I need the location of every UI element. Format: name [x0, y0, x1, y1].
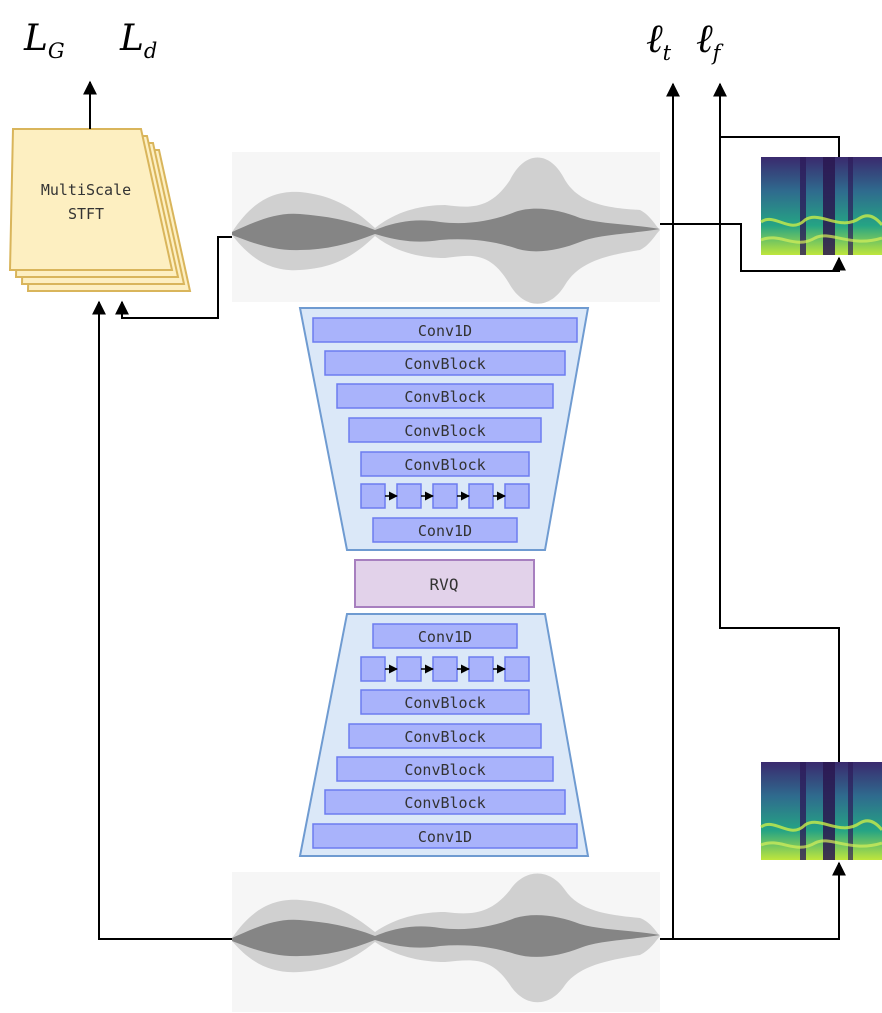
- encoder-layer-box: [312, 317, 578, 343]
- encoder-residual-chain: [360, 483, 530, 509]
- encoder-layer-label: Conv1D: [418, 522, 472, 540]
- decoder-layer-label: ConvBlock: [404, 761, 485, 779]
- decoder-layer-box: [348, 723, 542, 749]
- encoder-block: Conv1DConvBlockConvBlockConvBlockConvBlo…: [298, 307, 590, 551]
- residual-unit: [468, 656, 494, 682]
- residual-unit: [360, 483, 386, 509]
- stft-label-line2: STFT: [68, 205, 104, 223]
- encoder-layer-box: [336, 383, 554, 409]
- reconstructed-spectrogram: [760, 157, 882, 255]
- input-waveform: [232, 872, 660, 1012]
- residual-unit: [504, 483, 530, 509]
- encoder-layer-box: [360, 451, 530, 477]
- encoder-layer-label: ConvBlock: [404, 456, 485, 474]
- rvq-label: RVQ: [430, 575, 459, 594]
- decoder-layer-label: ConvBlock: [404, 694, 485, 712]
- arrow-recon-to-spectrogram: [660, 223, 846, 272]
- time-loss-label: ℓt: [646, 16, 672, 65]
- encoder-layer-box: [324, 350, 566, 376]
- connectors: [83, 80, 846, 940]
- reconstructed-waveform: [232, 152, 660, 304]
- encoder-layer-box: [348, 417, 542, 443]
- decoder-block: Conv1DConvBlockConvBlockConvBlockConvBlo…: [298, 613, 590, 857]
- arrow-recon-to-stft: [115, 236, 232, 319]
- decoder-layer-box: [312, 823, 578, 849]
- decoder-layer-box: [360, 689, 530, 715]
- residual-unit: [396, 656, 422, 682]
- arrow-input-to-time-loss: [660, 82, 680, 940]
- multiscale-stft-block: MultiScale STFT: [8, 128, 192, 292]
- encoder-layer-label: ConvBlock: [404, 422, 485, 440]
- encoder-layer-label: Conv1D: [418, 322, 472, 340]
- decoder-residual-chain: [360, 656, 530, 682]
- encoder-layer-box: [372, 517, 518, 543]
- generator-loss-label: LG: [23, 18, 65, 63]
- decoder-layer-box: [372, 623, 518, 649]
- decoder-layer-box: [324, 789, 566, 815]
- arrow-input-to-stft: [92, 300, 232, 940]
- decoder-layer-label: Conv1D: [418, 628, 472, 646]
- decoder-layer-label: ConvBlock: [404, 728, 485, 746]
- residual-unit: [360, 656, 386, 682]
- decoder-layer-box: [336, 756, 554, 782]
- frequency-loss-label: ℓf: [696, 16, 724, 65]
- residual-unit: [396, 483, 422, 509]
- residual-unit: [432, 483, 458, 509]
- encoder-layer-label: ConvBlock: [404, 388, 485, 406]
- rvq-block: RVQ: [354, 559, 535, 608]
- residual-unit: [504, 656, 530, 682]
- input-spectrogram: [760, 762, 882, 860]
- discriminator-loss-label: Ld: [119, 18, 157, 63]
- residual-unit: [468, 483, 494, 509]
- residual-unit: [432, 656, 458, 682]
- input-spectrogram-to-freq-loss: [719, 137, 840, 762]
- arrow-input-to-spectrogram: [673, 861, 846, 940]
- decoder-layer-label: ConvBlock: [404, 794, 485, 812]
- decoder-layer-label: Conv1D: [418, 828, 472, 846]
- arrow-spectrograms-to-freq-loss: [713, 82, 840, 157]
- encoder-layer-label: ConvBlock: [404, 355, 485, 373]
- stft-label-line1: MultiScale: [41, 181, 131, 199]
